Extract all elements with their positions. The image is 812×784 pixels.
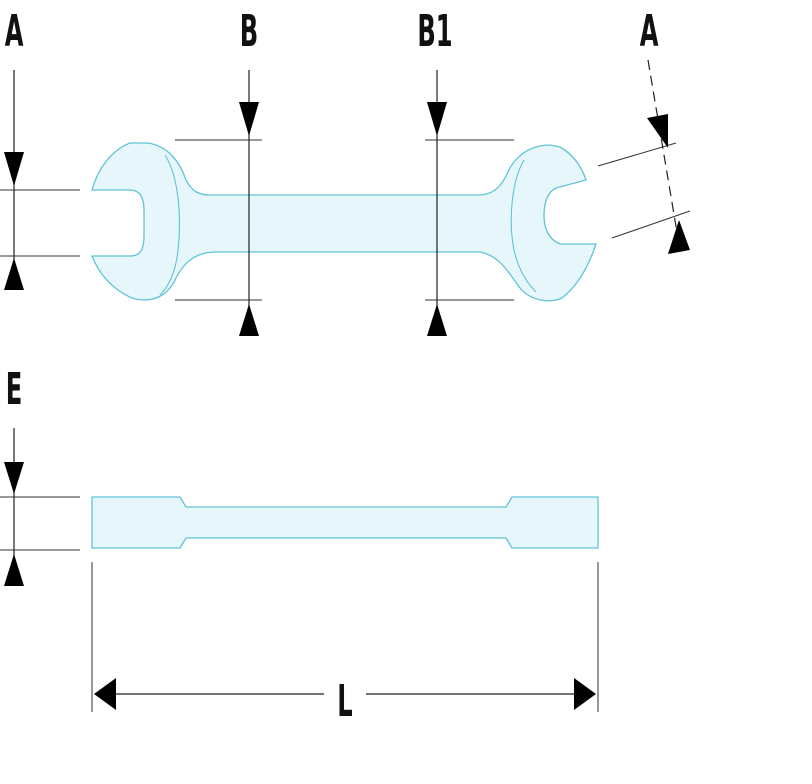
arrow-down-icon	[647, 114, 668, 148]
dimension-l: L	[91, 562, 599, 727]
arrow-down-icon	[4, 152, 24, 186]
wrench-side-view	[91, 496, 599, 549]
wrench-right-head-contour	[510, 159, 537, 293]
dimension-e: E	[0, 364, 80, 586]
arrow-up-icon	[668, 220, 690, 254]
arrow-down-icon	[239, 102, 259, 136]
dimension-b1: B1	[417, 6, 514, 336]
wrench-top-outline	[91, 142, 597, 302]
dimension-a-right: A	[597, 6, 691, 254]
arrow-left-icon	[94, 678, 116, 710]
extension-line	[597, 142, 677, 167]
arrow-right-icon	[574, 678, 596, 710]
arrow-down-icon	[4, 462, 24, 494]
dimension-b: B	[175, 6, 262, 336]
wrench-side-outline	[91, 496, 599, 549]
dimension-line	[647, 59, 681, 251]
dimension-label-a-left: A	[5, 6, 24, 57]
arrow-up-icon	[4, 554, 24, 586]
dimension-label-e: E	[6, 364, 23, 415]
wrench-left-head-contour	[159, 154, 180, 296]
wrench-top-view	[91, 142, 597, 302]
dimension-a-left: A	[0, 6, 80, 290]
extension-line	[611, 210, 691, 239]
dimension-label-a-right: A	[640, 6, 659, 57]
dimension-label-b: B	[240, 6, 258, 57]
dimension-label-l: L	[337, 676, 352, 727]
arrow-down-icon	[427, 102, 447, 136]
arrow-up-icon	[427, 304, 447, 336]
dimension-label-b1: B1	[417, 6, 452, 57]
arrow-up-icon	[4, 258, 24, 290]
arrow-up-icon	[239, 304, 259, 336]
